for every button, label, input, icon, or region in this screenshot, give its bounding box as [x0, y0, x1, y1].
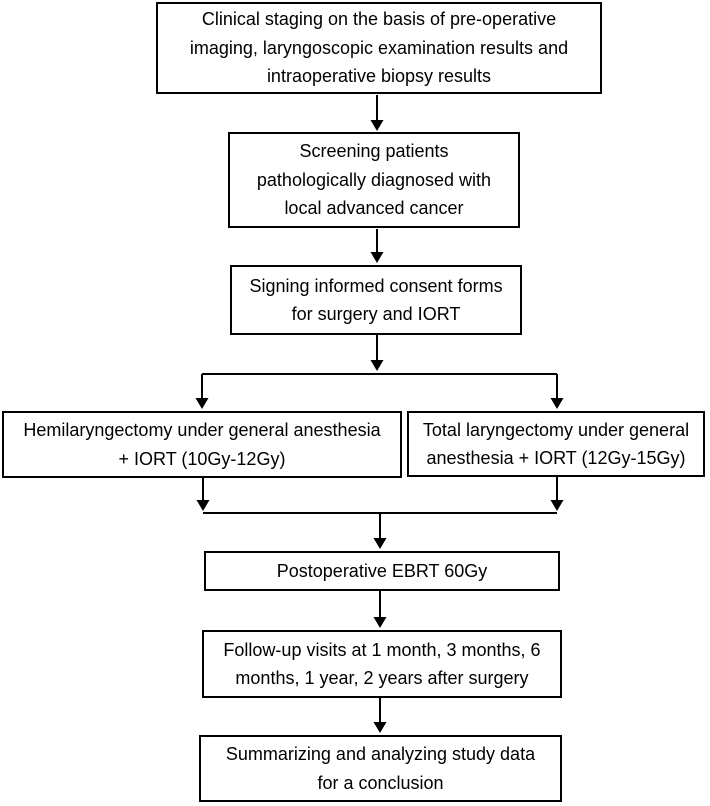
flow-box-text: for a conclusion: [317, 772, 444, 793]
flow-box-hemilaryngectomy: Hemilaryngectomy under general anesthesi…: [2, 411, 402, 478]
merge-branch: [203, 512, 557, 549]
arrow-hemilaryngectomy-to-merge: [196, 478, 210, 511]
arrow-consent-to-split: [370, 335, 384, 371]
flow-box-text: Summarizing and analyzing study data: [225, 744, 536, 764]
flow-box-clinical-staging: Clinical staging on the basis of pre-ope…: [156, 2, 602, 94]
flow-box-text: intraoperative biopsy results: [266, 66, 492, 87]
flow-box-text: Hemilaryngectomy under general anesthesi…: [23, 420, 381, 440]
flow-box-text: local advanced cancer: [284, 198, 464, 219]
flow-box-text: anesthesia + IORT (12Gy-15Gy): [426, 448, 686, 468]
flow-box-text: months, 1 year, 2 years after surgery: [235, 668, 529, 688]
flow-box-text: pathologically diagnosed with: [256, 169, 492, 190]
flow-box-text: Clinical staging on the basis of pre-ope…: [201, 9, 557, 30]
flow-box-followup: Follow-up visits at 1 month, 3 months, 6…: [202, 630, 562, 698]
flow-box-screening: Screening patients pathologically diagno…: [228, 132, 520, 228]
arrow-ebrt-to-followup: [373, 591, 387, 628]
arrow-screening-to-consent: [370, 229, 384, 263]
flow-box-summary: Summarizing and analyzing study data for…: [199, 735, 562, 802]
flow-box-text: + IORT (10Gy-12Gy): [118, 448, 286, 469]
arrow-followup-to-summary: [373, 698, 387, 733]
flow-box-text: imaging, laryngoscopic examination resul…: [189, 37, 569, 58]
flow-box-text: Follow-up visits at 1 month, 3 months, 6: [223, 639, 541, 660]
flow-box-text: for surgery and IORT: [291, 304, 461, 324]
split-branch: [195, 373, 564, 409]
flow-box-ebrt: Postoperative EBRT 60Gy: [204, 551, 560, 591]
arrow-clinical-to-screening: [370, 95, 384, 131]
flow-box-text: Postoperative EBRT 60Gy: [276, 560, 488, 581]
flow-box-total-laryngectomy: Total laryngectomy under general anesthe…: [407, 411, 705, 477]
flow-box-text: Total laryngectomy under general: [422, 419, 690, 440]
arrow-total-laryngectomy-to-merge: [550, 477, 564, 511]
flow-box-text: Signing informed consent forms: [249, 275, 503, 296]
flow-box-text: Screening patients: [299, 141, 449, 162]
flow-box-consent: Signing informed consent forms for surge…: [230, 265, 522, 335]
